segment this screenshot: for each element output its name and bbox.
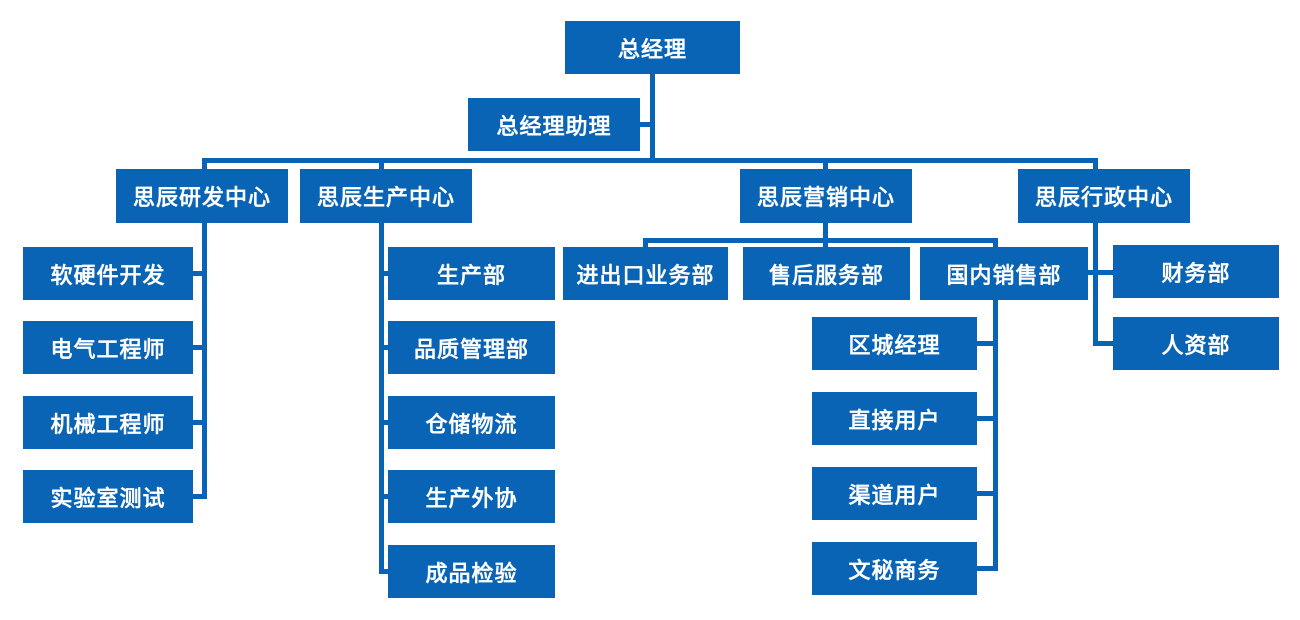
connector-assistant-stub xyxy=(640,122,652,127)
connector-rd-stub-2 xyxy=(193,345,207,350)
node-direct-users[interactable]: 直接用户 xyxy=(812,392,977,445)
connector-rd-drop xyxy=(202,158,207,499)
node-lab-testing[interactable]: 实验室测试 xyxy=(23,470,193,523)
node-software-hardware-dev[interactable]: 软硬件开发 xyxy=(23,247,193,300)
connector-prod-drop xyxy=(379,158,384,574)
connector-prod-stub-5 xyxy=(379,569,393,574)
node-electrical-engineer[interactable]: 电气工程师 xyxy=(23,321,193,374)
connector-prod-stub-2 xyxy=(379,345,393,350)
connector-sales-stub-1 xyxy=(977,341,993,346)
node-gm-assistant[interactable]: 总经理助理 xyxy=(468,98,640,151)
connector-prod-stub-3 xyxy=(379,420,393,425)
node-rd-center[interactable]: 思辰研发中心 xyxy=(116,169,288,223)
node-quality-management-dept[interactable]: 品质管理部 xyxy=(388,321,555,374)
connector-root-trunk xyxy=(650,74,655,160)
connector-import-drop xyxy=(643,238,648,252)
node-warehouse-logistics[interactable]: 仓储物流 xyxy=(388,396,555,449)
connector-admin-drop xyxy=(1093,158,1098,346)
connector-prod-stub-1 xyxy=(379,271,393,276)
connector-rd-stub-3 xyxy=(193,420,207,425)
node-after-sales-service-dept[interactable]: 售后服务部 xyxy=(743,247,910,300)
node-channel-users[interactable]: 渠道用户 xyxy=(812,467,977,520)
connector-admin-stub-1 xyxy=(1085,270,1113,275)
node-marketing-center[interactable]: 思辰营销中心 xyxy=(740,169,912,223)
node-import-export-dept[interactable]: 进出口业务部 xyxy=(563,247,728,300)
connector-rd-stub-1 xyxy=(193,271,207,276)
connector-rd-stub-4 xyxy=(193,494,207,499)
node-general-manager[interactable]: 总经理 xyxy=(565,21,740,74)
node-hr-dept[interactable]: 人资部 xyxy=(1113,317,1279,370)
node-domestic-sales-dept[interactable]: 国内销售部 xyxy=(920,247,1088,300)
node-production-outsourcing[interactable]: 生产外协 xyxy=(388,470,555,523)
connector-sales-stub-2 xyxy=(977,416,993,421)
connector-main-rail xyxy=(202,158,1098,163)
connector-prod-stub-4 xyxy=(379,494,393,499)
connector-marketing-subrail xyxy=(643,238,998,243)
connector-admin-stub-2 xyxy=(1093,341,1113,346)
node-admin-center[interactable]: 思辰行政中心 xyxy=(1018,169,1190,223)
node-production-dept[interactable]: 生产部 xyxy=(388,247,555,300)
connector-sales-stub-3 xyxy=(977,491,993,496)
node-mechanical-engineer[interactable]: 机械工程师 xyxy=(23,396,193,449)
node-district-manager[interactable]: 区城经理 xyxy=(812,317,977,370)
connector-sales-drop xyxy=(993,238,998,571)
node-secretarial-business[interactable]: 文秘商务 xyxy=(812,542,977,595)
node-finance-dept[interactable]: 财务部 xyxy=(1113,245,1279,298)
node-production-center[interactable]: 思辰生产中心 xyxy=(300,169,472,223)
connector-sales-stub-4 xyxy=(977,566,993,571)
node-finished-product-inspection[interactable]: 成品检验 xyxy=(388,545,555,598)
